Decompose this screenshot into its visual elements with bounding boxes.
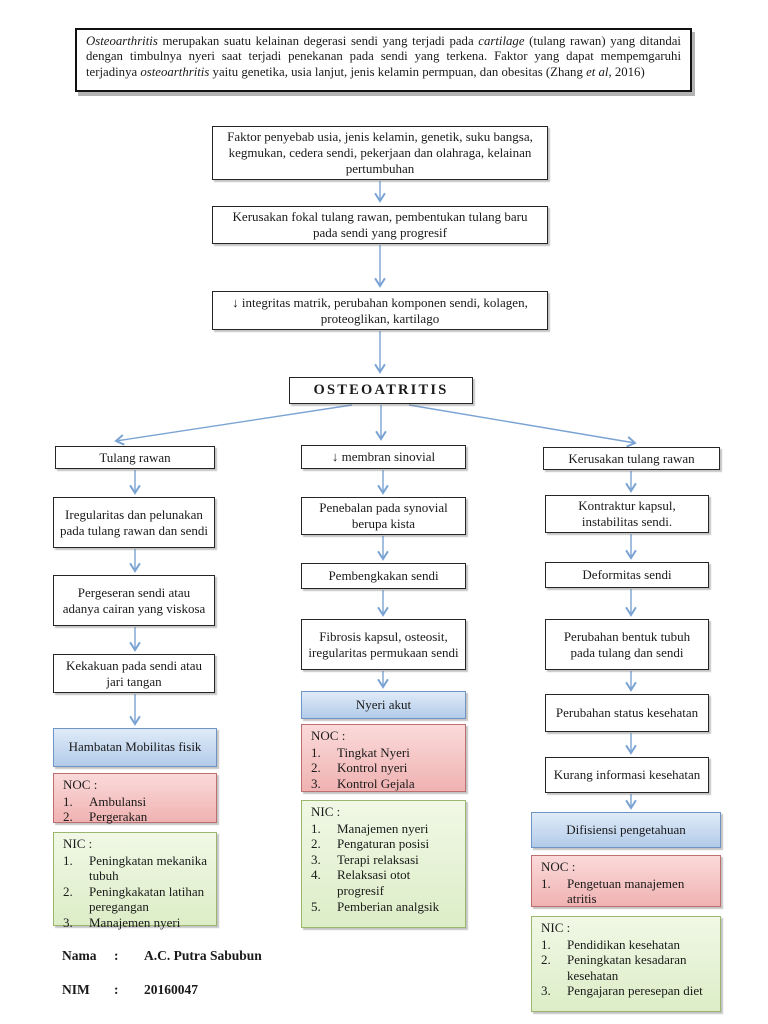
middle-nursing-diagnosis: Nyeri akut — [301, 691, 466, 719]
nic-item: 1.Manajemen nyeri — [311, 820, 429, 836]
definition-text-part: cartilage — [478, 34, 525, 48]
nic-title: NIC : — [311, 804, 341, 819]
middle-step-3: Fibrosis kapsul, osteosit, iregularitas … — [301, 619, 466, 670]
definition-text-part: (tulang rawan) yang ditandai dengan timb… — [86, 34, 681, 79]
noc-item: 3.Kontrol Gejala — [311, 775, 415, 791]
noc-item: 1.Pengetuan manajemen atritis — [541, 875, 685, 907]
left-noc-box: NOC : 1.Ambulansi 2.Pergerakan — [53, 773, 217, 825]
right-noc-box: NOC : 1.Pengetuan manajemen atritis — [531, 855, 721, 907]
name-value: A.C. Putra Sabubun — [144, 948, 262, 963]
nim-colon: : — [114, 982, 119, 997]
nic-title: NIC : — [541, 920, 571, 935]
flow-box-matrix: ↓ integritas matrik, perubahan komponen … — [212, 291, 548, 330]
flow-box-osteoatritis: OSTEOATRITIS — [289, 377, 473, 404]
middle-step-1: Penebalan pada synovial berupa kista — [301, 497, 466, 535]
nic-item: 2.Peningkakatan latihan peregangan — [63, 883, 205, 915]
right-branch-header: Kerusakan tulang rawan — [543, 447, 720, 470]
right-step-1: Kontraktur kapsul, instabilitas sendi. — [545, 495, 709, 533]
left-step-3: Kekakuan pada sendi atau jari tangan — [53, 654, 215, 693]
nim-label: NIM — [62, 982, 90, 997]
nic-item: 4.Relaksasi otot progresif — [311, 867, 411, 898]
left-nursing-diagnosis: Hambatan Mobilitas fisik — [53, 728, 217, 767]
definition-text-part: osteoarthritis — [140, 64, 210, 79]
definition-text-part: yaitu genetika, usia lanjut, jenis kelam… — [209, 64, 587, 79]
definition-text-part: , 2016) — [608, 64, 645, 79]
right-nursing-diagnosis: Difisiensi pengetahuan — [531, 812, 721, 848]
left-nic-box: NIC : 1.Peningkatan mekanika tubuh 2.Pen… — [53, 832, 217, 930]
noc-item: 1.Ambulansi — [63, 793, 147, 809]
middle-noc-box: NOC : 1.Tingkat Nyeri 2.Kontrol nyeri 3.… — [301, 724, 466, 792]
nic-item: 2.Pengaturan posisi — [311, 836, 430, 852]
left-step-1: Iregularitas dan pelunakan pada tulang r… — [53, 497, 215, 548]
definition-text-part: merupakan suatu kelainan degerasi sendi … — [157, 34, 479, 48]
middle-nic-box: NIC : 1.Manajemen nyeri 2.Pengaturan pos… — [301, 800, 466, 928]
definition-text-part: Osteoarthritis — [86, 34, 158, 48]
nic-title: NIC : — [63, 836, 93, 851]
name-colon: : — [114, 948, 119, 963]
right-step-5: Kurang informasi kesehatan — [545, 757, 709, 793]
name-label: Nama — [62, 948, 97, 963]
noc-item: 2.Pergerakan — [63, 809, 148, 825]
nim-value: 20160047 — [144, 982, 198, 997]
left-step-2: Pergeseran sendi atau adanya cairan yang… — [53, 575, 215, 626]
definition-box: Osteoarthritis merupakan suatu kelainan … — [75, 28, 692, 92]
noc-item: 1.Tingkat Nyeri — [311, 744, 410, 760]
right-step-2: Deformitas sendi — [545, 562, 709, 588]
nic-item: 3.Terapi relaksasi — [311, 851, 419, 867]
right-nic-box: NIC : 1.Pendidikan kesehatan 2.Peningkat… — [531, 916, 721, 1012]
right-step-3: Perubahan bentuk tubuh pada tulang dan s… — [545, 619, 709, 670]
definition-text-part: et al — [586, 64, 609, 79]
nic-item: 3.Manajemen nyeri — [63, 914, 181, 930]
nic-item: 2.Peningkatan kesadaran kesehatan — [541, 952, 687, 983]
nic-item: 5.Pemberian analgsik — [311, 898, 440, 914]
nic-item: 1.Peningkatan mekanika tubuh — [63, 852, 208, 884]
noc-item: 2.Kontrol nyeri — [311, 760, 408, 776]
nic-item: 1.Pendidikan kesehatan — [541, 936, 680, 952]
author-nim-row: NIM : 20160047 — [62, 982, 402, 998]
noc-title: NOC : — [541, 859, 576, 874]
noc-title: NOC : — [63, 777, 98, 792]
flow-box-factors: Faktor penyebab usia, jenis kelamin, gen… — [212, 126, 548, 180]
author-name-row: Nama : A.C. Putra Sabubun — [62, 948, 402, 964]
nic-item: 3.Pengajaran peresepan diet — [541, 983, 703, 999]
middle-branch-header: ↓ membran sinovial — [301, 445, 466, 469]
arrow-fan-left — [114, 404, 353, 446]
flow-box-focal-damage: Kerusakan fokal tulang rawan, pembentuka… — [212, 206, 548, 244]
left-branch-header: Tulang rawan — [55, 446, 215, 469]
arrow-fan-right — [408, 404, 637, 448]
middle-step-2: Pembengkakan sendi — [301, 563, 466, 589]
right-step-4: Perubahan status kesehatan — [545, 694, 709, 732]
noc-title: NOC : — [311, 728, 346, 743]
